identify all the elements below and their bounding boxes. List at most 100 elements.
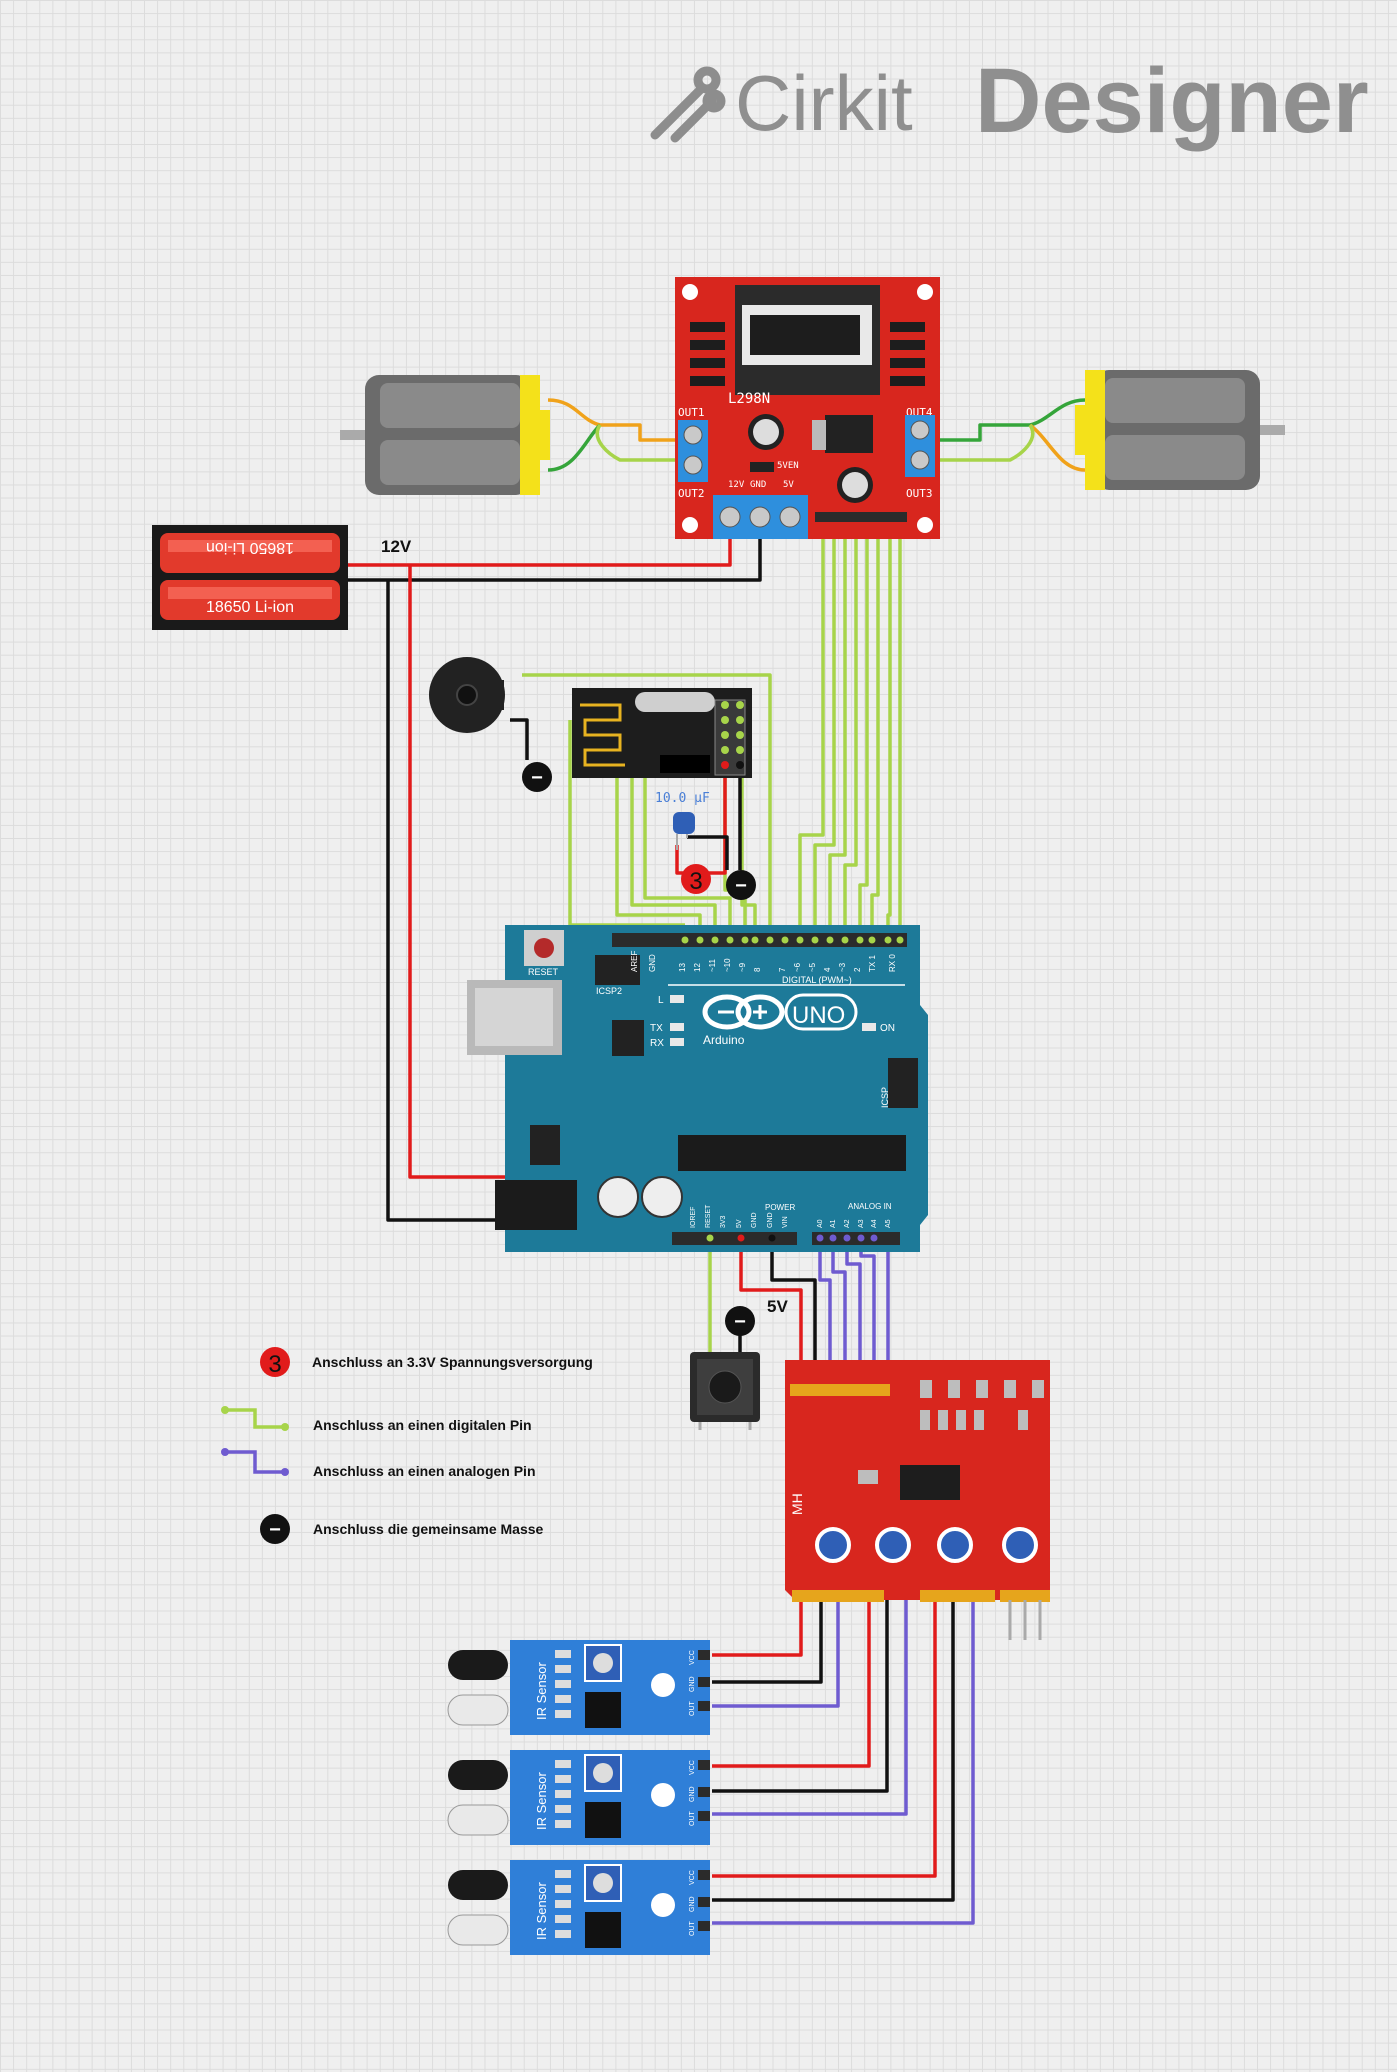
arduino-analog-header[interactable] bbox=[812, 1232, 900, 1245]
legend-analog-text: Anschluss an einen analogen Pin bbox=[313, 1463, 536, 1479]
motor-endcap bbox=[520, 375, 540, 495]
wire-battery-12v-arduino[interactable] bbox=[408, 565, 505, 1179]
arduino-digital-pin-label: ~5 bbox=[808, 962, 817, 972]
brand-name-light: Cirkit bbox=[735, 59, 913, 147]
wire-motor-left-c[interactable] bbox=[595, 424, 680, 462]
push-button[interactable] bbox=[690, 1352, 760, 1430]
ir-receiver bbox=[447, 1804, 509, 1836]
ir-receiver bbox=[447, 1914, 509, 1946]
mh-potentiometers[interactable] bbox=[815, 1527, 1038, 1563]
ir-pin[interactable] bbox=[698, 1811, 710, 1821]
wire-nrf-4[interactable] bbox=[643, 735, 732, 925]
ir-sensor-label: IR Sensor bbox=[534, 1772, 549, 1830]
wire-ir1-out[interactable] bbox=[712, 1600, 840, 1708]
wire-ir2-vcc[interactable] bbox=[712, 1600, 871, 1768]
mh-input-header[interactable] bbox=[790, 1384, 890, 1396]
arduino-led-rx bbox=[670, 1038, 684, 1046]
wire-nrf-6[interactable] bbox=[740, 705, 757, 925]
wire-cap-gnd[interactable] bbox=[687, 835, 729, 870]
ir-pin[interactable] bbox=[698, 1870, 710, 1880]
buzzer[interactable] bbox=[429, 657, 505, 733]
wire-ir3-gnd[interactable] bbox=[712, 1600, 955, 1902]
arduino-digital-pin-label: 13 bbox=[678, 963, 687, 972]
wire-l298n-ena[interactable] bbox=[858, 520, 869, 925]
wire-motor-right-b[interactable] bbox=[1028, 423, 1086, 472]
wire-motor-left-a[interactable] bbox=[547, 398, 680, 442]
arduino-dc-jack[interactable] bbox=[495, 1180, 577, 1230]
mh-sensor-header-3[interactable] bbox=[1000, 1590, 1050, 1602]
dc-motor-right[interactable] bbox=[1075, 370, 1285, 490]
arduino-power-pin-label: GND bbox=[767, 1212, 774, 1228]
arduino-digital-header[interactable] bbox=[612, 933, 907, 947]
ir-pin[interactable] bbox=[698, 1701, 710, 1711]
wire-ir3-vcc[interactable] bbox=[712, 1600, 937, 1878]
ir-pin-label: GND bbox=[689, 1786, 696, 1802]
capacitor[interactable] bbox=[673, 812, 695, 850]
l298n-terminal-left[interactable] bbox=[678, 420, 708, 482]
wire-motor-left-b[interactable] bbox=[547, 423, 602, 472]
wire-ir1-gnd[interactable] bbox=[712, 1600, 823, 1684]
wire-l298n-in2[interactable] bbox=[813, 520, 836, 925]
wire-l298n-in4[interactable] bbox=[843, 520, 858, 925]
wire-l298n-in1[interactable] bbox=[798, 520, 825, 925]
arduino-analog-pin-label: A3 bbox=[858, 1219, 865, 1228]
l298n-power-terminal[interactable] bbox=[713, 495, 808, 539]
arduino-digital-pin-label: ~11 bbox=[708, 958, 717, 972]
dc-motor-left[interactable] bbox=[340, 375, 550, 495]
legend-3v3-symbol: 3 bbox=[260, 1347, 290, 1378]
ir-pin[interactable] bbox=[698, 1650, 710, 1660]
wire-ir2-out[interactable] bbox=[712, 1600, 908, 1816]
ir-pin[interactable] bbox=[698, 1787, 710, 1797]
battery-pack[interactable]: 18650 Li-ion 18650 Li-ion bbox=[152, 525, 348, 630]
arduino-power-pin-label: RESET bbox=[705, 1204, 712, 1228]
arduino-digital-pin-label: 4 bbox=[823, 967, 832, 972]
ir-pin-label: GND bbox=[689, 1676, 696, 1692]
brand-logo: Cirkit Designer bbox=[650, 50, 1369, 152]
arduino-led-tx bbox=[670, 1023, 684, 1031]
ir-pin-label: VCC bbox=[689, 1650, 696, 1665]
wire-motor-right-a[interactable] bbox=[940, 398, 1086, 442]
ir-pin[interactable] bbox=[698, 1921, 710, 1931]
arduino-power-header[interactable] bbox=[672, 1232, 797, 1245]
wire-buzzer-signal[interactable] bbox=[522, 673, 772, 925]
arduino-analog-pin-label: A1 bbox=[830, 1219, 837, 1228]
wire-analog-a1[interactable] bbox=[831, 1237, 847, 1388]
arduino-power-pin-label: GND bbox=[751, 1212, 758, 1228]
nrf24-module[interactable] bbox=[572, 688, 752, 778]
mh-sensor-board[interactable]: MH bbox=[785, 1360, 1050, 1640]
ir-pin[interactable] bbox=[698, 1677, 710, 1687]
wire-gnd-mux[interactable] bbox=[770, 1237, 817, 1388]
wire-ir2-gnd[interactable] bbox=[712, 1600, 889, 1793]
wire-nrf-2[interactable] bbox=[615, 705, 702, 925]
ground-marker-nrf: − bbox=[726, 870, 756, 900]
mh-chip bbox=[900, 1465, 960, 1500]
wire-5v-mux[interactable] bbox=[739, 1237, 803, 1388]
battery-cell-1-label: 18650 Li-ion bbox=[206, 539, 294, 556]
wire-buzzer-gnd[interactable] bbox=[510, 718, 529, 760]
wire-ir3-out[interactable] bbox=[712, 1600, 975, 1925]
mh-sensor-header-2[interactable] bbox=[920, 1590, 995, 1602]
mh-sensor-header-1[interactable] bbox=[792, 1590, 884, 1602]
ir-emitter bbox=[448, 1650, 508, 1680]
l298n-driver[interactable]: L298N OUT1 OUT4 OUT2 OUT3 12V bbox=[675, 277, 940, 539]
wire-l298n-enb[interactable] bbox=[870, 520, 880, 925]
wire-l298n-5v[interactable] bbox=[886, 520, 892, 925]
wire-nrf-3[interactable] bbox=[630, 720, 717, 925]
l298n-5v-label: 5V bbox=[783, 480, 794, 490]
wire-ir1-vcc[interactable] bbox=[712, 1600, 803, 1657]
l298n-terminal-right[interactable] bbox=[905, 415, 935, 477]
ir-pin[interactable] bbox=[698, 1897, 710, 1907]
ir-pin[interactable] bbox=[698, 1760, 710, 1770]
wire-battery-gnd[interactable] bbox=[348, 520, 762, 582]
wire-analog-a0[interactable] bbox=[818, 1237, 832, 1388]
wire-l298n-in3[interactable] bbox=[828, 520, 847, 925]
wire-motor-right-c[interactable] bbox=[940, 424, 1035, 462]
l298n-control-header[interactable] bbox=[815, 512, 907, 522]
arduino-icsp2-label: ICSP2 bbox=[596, 986, 622, 996]
svg-text:−: − bbox=[735, 875, 747, 897]
wire-battery-gnd-arduino[interactable] bbox=[386, 580, 505, 1222]
